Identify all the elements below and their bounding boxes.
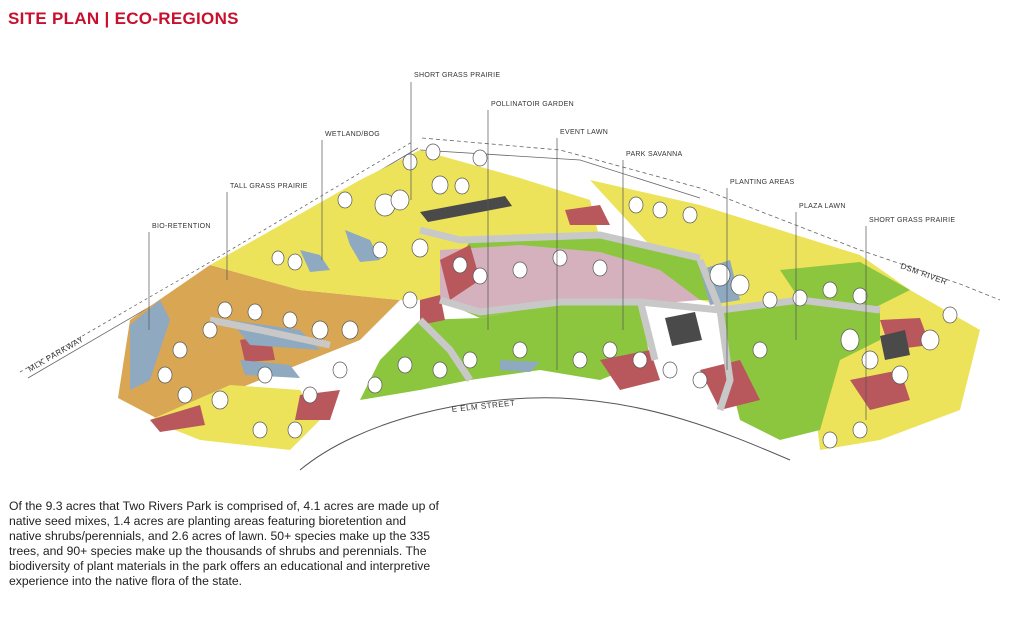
dsm-river-label: DSM RIVER [899, 261, 948, 286]
callout-park-savanna: PARK SAVANNA [626, 151, 683, 158]
callout-pollinator-garden: POLLINATOIR GARDEN [491, 101, 574, 108]
trees [157, 143, 958, 449]
paths [209, 226, 881, 412]
dsm-river-line [419, 137, 1001, 301]
buildings [420, 196, 910, 360]
callout-tall-grass-prairie: TALL GRASS PRAIRIE [230, 183, 308, 190]
site-plan-map: SHORT GRASS PRAIRIE POLLINATOIR GARDEN E… [19, 72, 1001, 471]
prairie-southwest [150, 385, 320, 450]
park-savanna [360, 300, 650, 400]
plaza-paving [440, 245, 700, 310]
callout-short-grass-prairie-north: SHORT GRASS PRAIRIE [414, 72, 500, 79]
page-title: SITE PLAN | ECO-REGIONS [8, 9, 239, 28]
elm-street-curve [299, 397, 791, 471]
plaza-lawn [720, 300, 880, 440]
description-paragraph: Of the 9.3 acres that Two Rivers Park is… [9, 499, 439, 588]
callout-plaza-lawn: PLAZA LAWN [799, 203, 846, 210]
callout-bio-retention: BIO-RETENTION [152, 223, 211, 230]
mlk-parkway-label: MLK PARKWAY [27, 335, 86, 374]
callout-short-grass-prairie-east: SHORT GRASS PRAIRIE [869, 217, 955, 224]
callout-event-lawn: EVENT LAWN [560, 129, 608, 136]
callout-planting-areas: PLANTING AREAS [730, 179, 795, 186]
lawn-northeast [780, 262, 910, 310]
elm-street-label: E ELM STREET [451, 398, 515, 414]
callout-wetland-bog: WETLAND/BOG [325, 131, 380, 138]
callout-lines [148, 82, 867, 420]
